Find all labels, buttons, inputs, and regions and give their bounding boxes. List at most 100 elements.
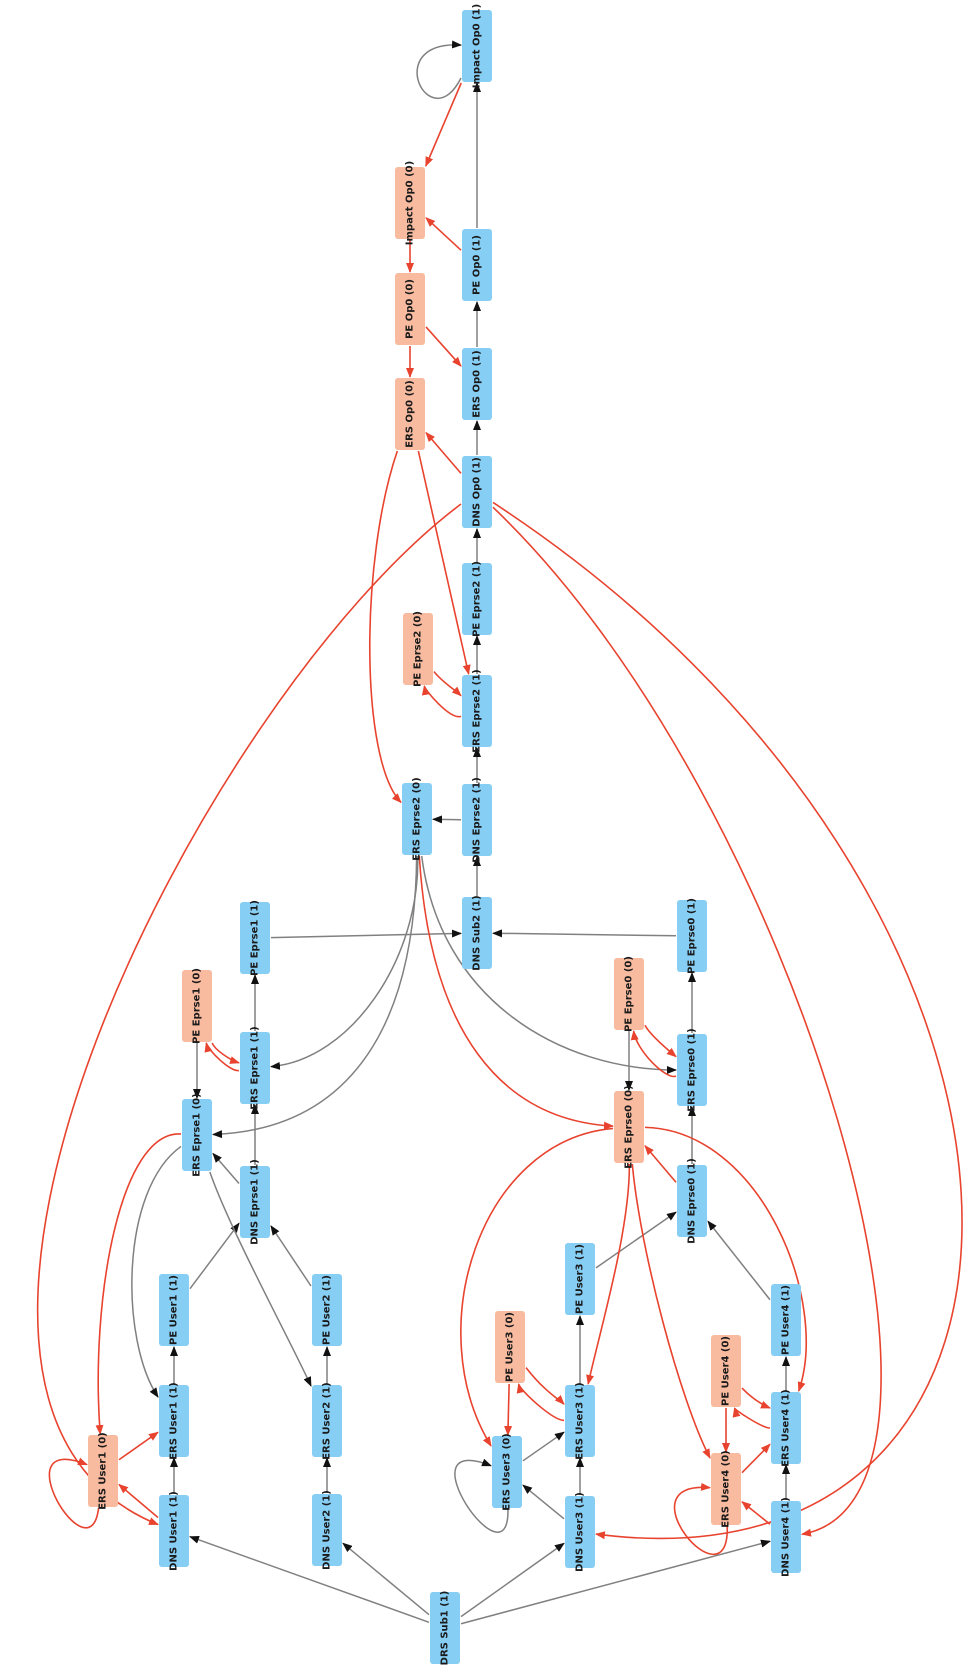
node-box[interactable] (677, 1034, 707, 1106)
node-pe-eprse0-1[interactable]: PE Eprse0 (1) (677, 898, 707, 974)
node-box[interactable] (395, 273, 425, 345)
node-box[interactable] (565, 1243, 595, 1315)
node-pe-eprse0-0[interactable]: PE Eprse0 (0) (614, 956, 644, 1032)
node-box[interactable] (771, 1284, 801, 1356)
node-box[interactable] (462, 456, 492, 528)
node-pe-user1-1[interactable]: PE User1 (1) (159, 1274, 189, 1346)
node-box[interactable] (771, 1501, 801, 1573)
node-ers-eprse2-1[interactable]: ERS Eprse2 (1) (462, 669, 492, 753)
node-box[interactable] (614, 1091, 644, 1163)
node-label: ERS User4 (1) (781, 1389, 792, 1467)
node-pe-user3-1[interactable]: PE User3 (1) (565, 1243, 595, 1315)
node-pe-eprse1-1[interactable]: PE Eprse1 (1) (240, 900, 270, 976)
node-label: DNS User3 (1) (575, 1492, 586, 1572)
edge-dns-eprse1-1-to-ers-eprse1-0 (212, 1152, 240, 1185)
edge-pe-op0-1-to-impact-op0-0 (425, 217, 462, 251)
node-box[interactable] (565, 1385, 595, 1457)
node-box[interactable] (159, 1274, 189, 1346)
node-box[interactable] (159, 1385, 189, 1457)
node-ers-eprse1-0[interactable]: ERS Eprse1 (0) (182, 1093, 212, 1177)
node-pe-eprse2-1[interactable]: PE Eprse2 (1) (462, 561, 492, 637)
node-box[interactable] (312, 1385, 342, 1457)
node-box[interactable] (462, 784, 492, 856)
node-pe-user2-1[interactable]: PE User2 (1) (312, 1274, 342, 1346)
node-dns-op0-1[interactable]: DNS Op0 (1) (462, 456, 492, 528)
node-dns-eprse0-1[interactable]: DNS Eprse0 (1) (677, 1158, 707, 1244)
node-label: DNS User1 (1) (169, 1491, 180, 1571)
node-box[interactable] (240, 1166, 270, 1238)
node-dns-user4-1[interactable]: DNS User4 (1) (771, 1497, 801, 1577)
node-pe-eprse1-0[interactable]: PE Eprse1 (0) (182, 968, 212, 1044)
node-dns-user3-1[interactable]: DNS User3 (1) (565, 1492, 595, 1572)
node-box[interactable] (771, 1392, 801, 1464)
node-box[interactable] (240, 1032, 270, 1104)
node-box[interactable] (395, 378, 425, 450)
edge-dns-user4-1-to-ers-user4-0 (741, 1501, 771, 1525)
node-box[interactable] (312, 1274, 342, 1346)
node-box[interactable] (88, 1435, 118, 1507)
node-dns-user2-1[interactable]: DNS User2 (1) (312, 1490, 342, 1570)
node-label: PE Eprse2 (0) (413, 611, 424, 687)
node-pe-op0-1[interactable]: PE Op0 (1) (462, 229, 492, 301)
node-box[interactable] (182, 1099, 212, 1171)
node-ers-user1-0[interactable]: ERS User1 (0) (88, 1432, 118, 1510)
node-box[interactable] (462, 563, 492, 635)
node-ers-user3-0[interactable]: ERS User3 (0) (492, 1433, 522, 1511)
node-box[interactable] (430, 1592, 460, 1664)
node-box[interactable] (677, 1165, 707, 1237)
node-pe-user4-1[interactable]: PE User4 (1) (771, 1284, 801, 1356)
node-box[interactable] (614, 958, 644, 1030)
node-label: ERS Op0 (0) (405, 380, 416, 447)
node-pe-user3-0[interactable]: PE User3 (0) (495, 1311, 525, 1383)
node-box[interactable] (711, 1453, 741, 1525)
edge-ers-op0-0-to-ers-eprse2-0 (368, 450, 402, 804)
node-label: PE Op0 (1) (472, 235, 483, 295)
node-ers-eprse1-1[interactable]: ERS Eprse1 (1) (240, 1026, 270, 1110)
node-box[interactable] (462, 675, 492, 747)
node-ers-user1-1[interactable]: ERS User1 (1) (159, 1382, 189, 1460)
node-pe-eprse2-0[interactable]: PE Eprse2 (0) (403, 611, 433, 687)
node-label: DNS User2 (1) (322, 1490, 333, 1570)
node-pe-op0-0[interactable]: PE Op0 (0) (395, 273, 425, 345)
node-impact-op0-0[interactable]: Impact Op0 (0) (395, 161, 425, 245)
edge-pe-user2-1-to-dns-eprse1-1 (270, 1225, 312, 1287)
node-ers-eprse0-0[interactable]: ERS Eprse0 (0) (614, 1085, 644, 1169)
node-ers-user4-1[interactable]: ERS User4 (1) (771, 1389, 801, 1467)
node-box[interactable] (159, 1495, 189, 1567)
node-ers-eprse0-1[interactable]: ERS Eprse0 (1) (677, 1028, 707, 1112)
node-box[interactable] (182, 970, 212, 1042)
node-box[interactable] (711, 1335, 741, 1407)
node-box[interactable] (462, 229, 492, 301)
node-label: PE Eprse1 (1) (250, 900, 261, 976)
node-box[interactable] (565, 1496, 595, 1568)
node-impact-op0-1[interactable]: Impact Op0 (1) (462, 4, 492, 88)
edge-pe-eprse1-0-to-ers-eprse1-1 (211, 1042, 240, 1064)
node-box[interactable] (462, 10, 492, 82)
node-drs-sub1-1[interactable]: DRS Sub1 (1) (430, 1591, 460, 1666)
node-box[interactable] (240, 902, 270, 974)
node-box[interactable] (403, 613, 433, 685)
node-dns-eprse2-1[interactable]: DNS Eprse2 (1) (462, 777, 492, 863)
node-box[interactable] (677, 900, 707, 972)
node-box[interactable] (462, 348, 492, 420)
node-dns-user1-1[interactable]: DNS User1 (1) (159, 1491, 189, 1571)
node-box[interactable] (495, 1311, 525, 1383)
node-pe-user4-0[interactable]: PE User4 (0) (711, 1335, 741, 1407)
node-box[interactable] (402, 783, 432, 855)
edge-dns-op0-1-to-dns-user1-1 (37, 503, 462, 1526)
node-box[interactable] (395, 167, 425, 239)
node-dns-eprse1-1[interactable]: DNS Eprse1 (1) (240, 1159, 270, 1245)
node-ers-user3-1[interactable]: ERS User3 (1) (565, 1382, 595, 1460)
edge-ers-user1-0-to-ers-user1-0 (48, 1457, 100, 1529)
node-box[interactable] (462, 897, 492, 969)
node-box[interactable] (492, 1436, 522, 1508)
edge-ers-eprse1-0-to-ers-user2-1 (209, 1171, 312, 1387)
node-ers-eprse2-0[interactable]: ERS Eprse2 (0) (402, 777, 432, 861)
node-ers-user4-0[interactable]: ERS User4 (0) (711, 1450, 741, 1528)
node-dns-sub2-1[interactable]: DNS Sub2 (1) (462, 895, 492, 971)
node-ers-op0-0[interactable]: ERS Op0 (0) (395, 378, 425, 450)
node-ers-user2-1[interactable]: ERS User2 (1) (312, 1382, 342, 1460)
node-ers-op0-1[interactable]: ERS Op0 (1) (462, 348, 492, 420)
node-box[interactable] (312, 1494, 342, 1566)
